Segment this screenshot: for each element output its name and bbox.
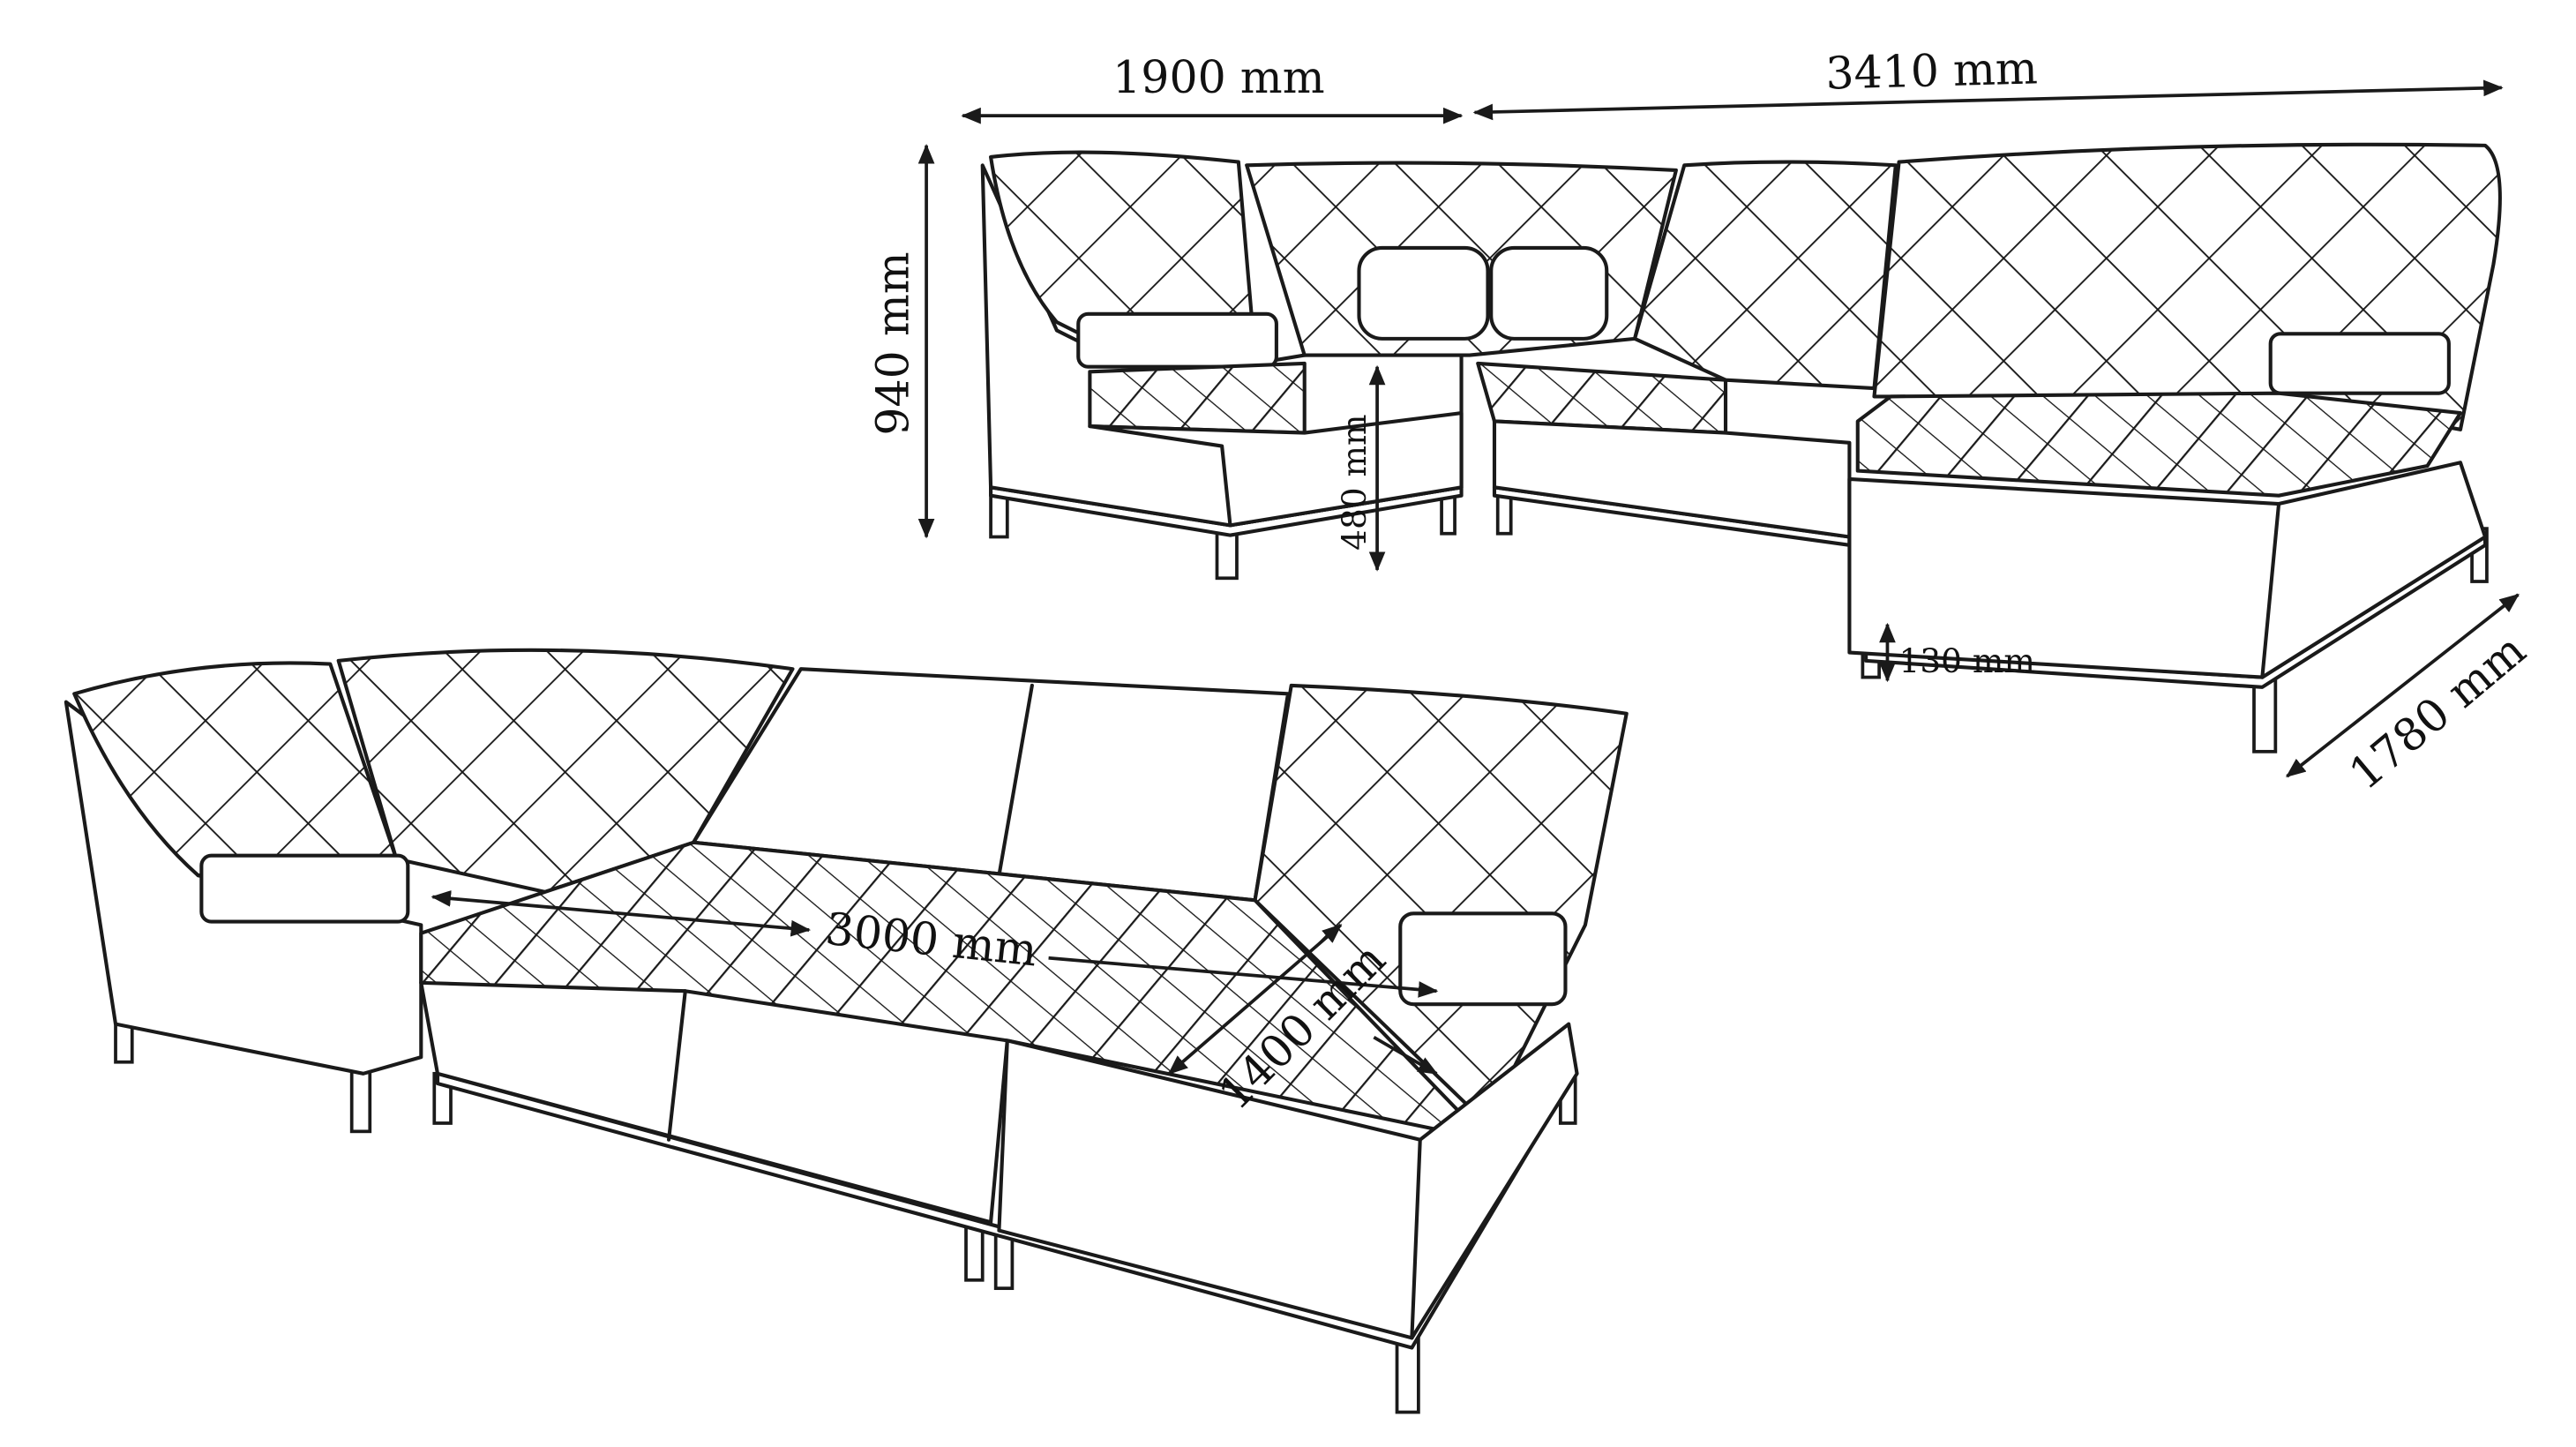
armrest-pad bbox=[1398, 911, 1568, 1007]
dimension-leg-height: 130 mm bbox=[1879, 622, 2035, 683]
chaise-backrest bbox=[1253, 683, 1629, 1126]
sofa-front-view bbox=[980, 142, 2502, 753]
armrest-pad bbox=[199, 853, 410, 924]
armrest-pad bbox=[1076, 311, 1278, 369]
dimension-right-width: 3410 mm bbox=[1472, 41, 2504, 121]
dim-label: 940 mm bbox=[866, 251, 918, 435]
dimension-seat-height: 480 mm bbox=[1335, 364, 1386, 572]
left-backrest bbox=[72, 661, 399, 878]
seat-seam bbox=[667, 989, 687, 1142]
dimension-left-width: 1900 mm bbox=[961, 51, 1464, 124]
leg bbox=[349, 1063, 372, 1134]
corner-backrest bbox=[336, 648, 795, 894]
sofa-perspective-view bbox=[64, 648, 1629, 1414]
middle-backrest bbox=[1633, 160, 1898, 391]
chaise-cushion bbox=[1855, 391, 2463, 498]
chaise-seam bbox=[2260, 501, 2281, 679]
seat-front bbox=[419, 980, 1009, 1225]
seat-front bbox=[1088, 411, 1464, 528]
dim-label: 1900 mm bbox=[1112, 51, 1324, 103]
dim-label: 480 mm bbox=[1335, 415, 1374, 551]
dim-label: 3410 mm bbox=[1825, 41, 2039, 99]
pillow bbox=[1489, 245, 1609, 341]
backrest-seam bbox=[997, 683, 1034, 878]
seat-cushion bbox=[1088, 361, 1307, 435]
armrest-pad bbox=[2268, 332, 2451, 395]
chaise-seam bbox=[1410, 1137, 1422, 1340]
pillow bbox=[1357, 245, 1490, 341]
dimension-height: 940 mm bbox=[866, 144, 935, 539]
dim-label: 130 mm bbox=[1899, 641, 2035, 680]
